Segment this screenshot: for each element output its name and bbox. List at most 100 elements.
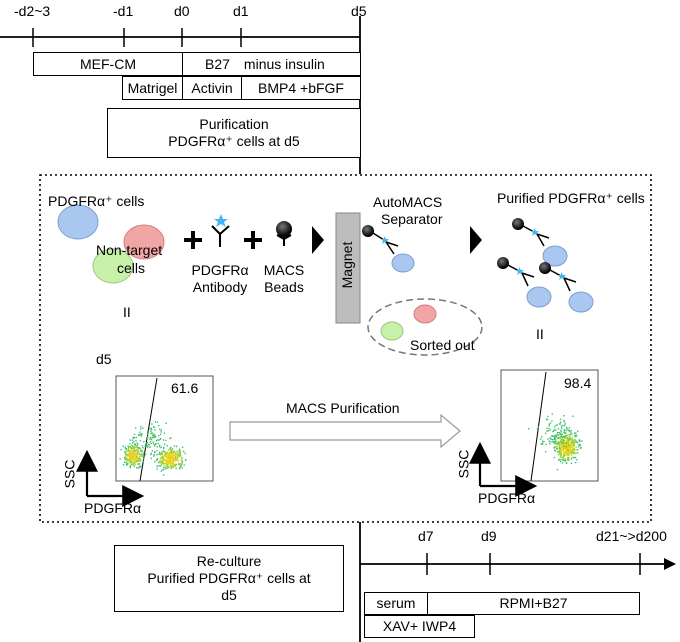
facs-event-dot — [156, 459, 158, 461]
facs-event-dot — [559, 422, 561, 425]
facs-event-dot — [155, 442, 157, 445]
facs-event-dot — [558, 446, 561, 449]
facs-event-dot — [136, 457, 138, 459]
facs-event-dot — [180, 454, 182, 457]
facs-event-dot — [560, 455, 562, 458]
facs-event-dot — [558, 437, 560, 439]
facs-event-dot — [571, 451, 573, 454]
facs-event-dot — [561, 445, 563, 447]
facs-event-dot — [132, 463, 135, 465]
facs-event-dot — [573, 444, 576, 446]
facs-event-dot — [563, 432, 566, 434]
facs-event-dot — [179, 463, 182, 465]
facs-event-dot — [159, 454, 161, 456]
facs-event-dot — [159, 453, 161, 455]
facs-event-dot — [579, 447, 582, 449]
macs-bead-icon — [276, 221, 292, 246]
facs-event-dot — [176, 454, 178, 456]
facs-event-dot — [558, 434, 560, 436]
facs-event-dot — [563, 435, 565, 438]
day-label-d5: d5 — [351, 3, 367, 19]
facs-event-dot — [160, 457, 163, 459]
facs-event-dot — [133, 458, 136, 461]
facs-event-dot — [163, 468, 165, 471]
facs-event-dot — [155, 440, 158, 442]
facs-event-dot — [555, 434, 557, 437]
facs-event-dot — [162, 450, 165, 452]
facs-event-dot — [169, 447, 171, 450]
facs-event-dot — [162, 456, 164, 458]
facs-event-dot — [548, 423, 550, 425]
facs-event-dot — [178, 452, 181, 454]
facs-event-dot — [179, 455, 181, 457]
facs-event-dot — [133, 460, 136, 462]
facs-event-dot — [563, 448, 565, 450]
facs-event-dot — [557, 428, 560, 430]
facs-event-dot — [135, 440, 137, 442]
facs-event-dot — [159, 451, 161, 454]
ssc-label-left: SSC — [61, 459, 78, 489]
facs-event-dot — [139, 455, 142, 457]
facs-event-dot — [570, 439, 572, 441]
facs-event-dot — [170, 449, 173, 451]
facs-event-dot — [174, 452, 176, 455]
facs-event-dot — [545, 432, 547, 434]
facs-event-dot — [541, 442, 543, 444]
facs-event-dot — [145, 445, 147, 448]
facs-event-dot — [150, 453, 152, 456]
facs-event-dot — [169, 456, 171, 458]
facs-event-dot — [546, 430, 548, 432]
facs-event-dot — [558, 458, 561, 461]
facs-event-dot — [565, 442, 567, 444]
facs-event-dot — [133, 436, 135, 439]
facs-event-dot — [170, 454, 172, 456]
facs-event-dot — [129, 453, 132, 455]
equal-sign-left: II — [123, 304, 131, 320]
facs-event-dot — [132, 449, 134, 451]
facs-event-dot — [164, 455, 166, 457]
facs-event-dot — [576, 459, 578, 461]
facs-event-dot — [167, 461, 169, 463]
facs-event-dot — [156, 454, 158, 456]
facs-event-dot — [149, 446, 151, 448]
facs-event-dot — [130, 461, 132, 463]
facs-event-dot — [549, 437, 552, 439]
facs-event-dot — [138, 452, 140, 454]
facs-event-dot — [169, 437, 171, 440]
facs-event-dot — [173, 450, 175, 453]
facs-event-dot — [563, 425, 565, 427]
facs-event-dot — [153, 454, 156, 456]
facs-event-dot — [554, 437, 556, 439]
facs-event-dot — [166, 445, 168, 447]
facs-event-dot — [169, 451, 171, 453]
facs-event-dot — [131, 444, 133, 447]
facs-event-dot — [565, 440, 567, 442]
facs-event-dot — [139, 433, 142, 436]
facs-event-dot — [170, 460, 172, 462]
facs-event-dot — [129, 452, 131, 454]
facs-event-dot — [135, 459, 137, 461]
facs-event-dot — [546, 427, 548, 429]
facs-event-dot — [577, 449, 579, 451]
facs-event-dot — [559, 418, 562, 421]
facs-event-dot — [160, 429, 162, 431]
facs-event-dot — [559, 447, 561, 449]
facs-event-dot — [556, 433, 558, 436]
facs-event-dot — [566, 426, 568, 429]
facs-event-dot — [138, 434, 140, 437]
bottom-timeline-arrowhead — [664, 558, 676, 570]
facs-event-dot — [572, 447, 574, 449]
plus-sign-1 — [184, 231, 202, 249]
facs-event-dot — [129, 457, 132, 460]
day-label-d9: d9 — [481, 528, 497, 544]
facs-event-dot — [563, 445, 565, 447]
facs-event-dot — [136, 457, 139, 459]
facs-event-dot — [560, 451, 562, 453]
antibody-label-1: PDGFRα — [191, 262, 249, 278]
facs-event-dot — [562, 459, 564, 461]
facs-event-dot — [156, 439, 159, 441]
facs-event-dot — [132, 459, 135, 461]
facs-event-dot — [163, 464, 165, 467]
facs-event-dot — [135, 436, 137, 439]
facs-event-dot — [563, 450, 565, 453]
